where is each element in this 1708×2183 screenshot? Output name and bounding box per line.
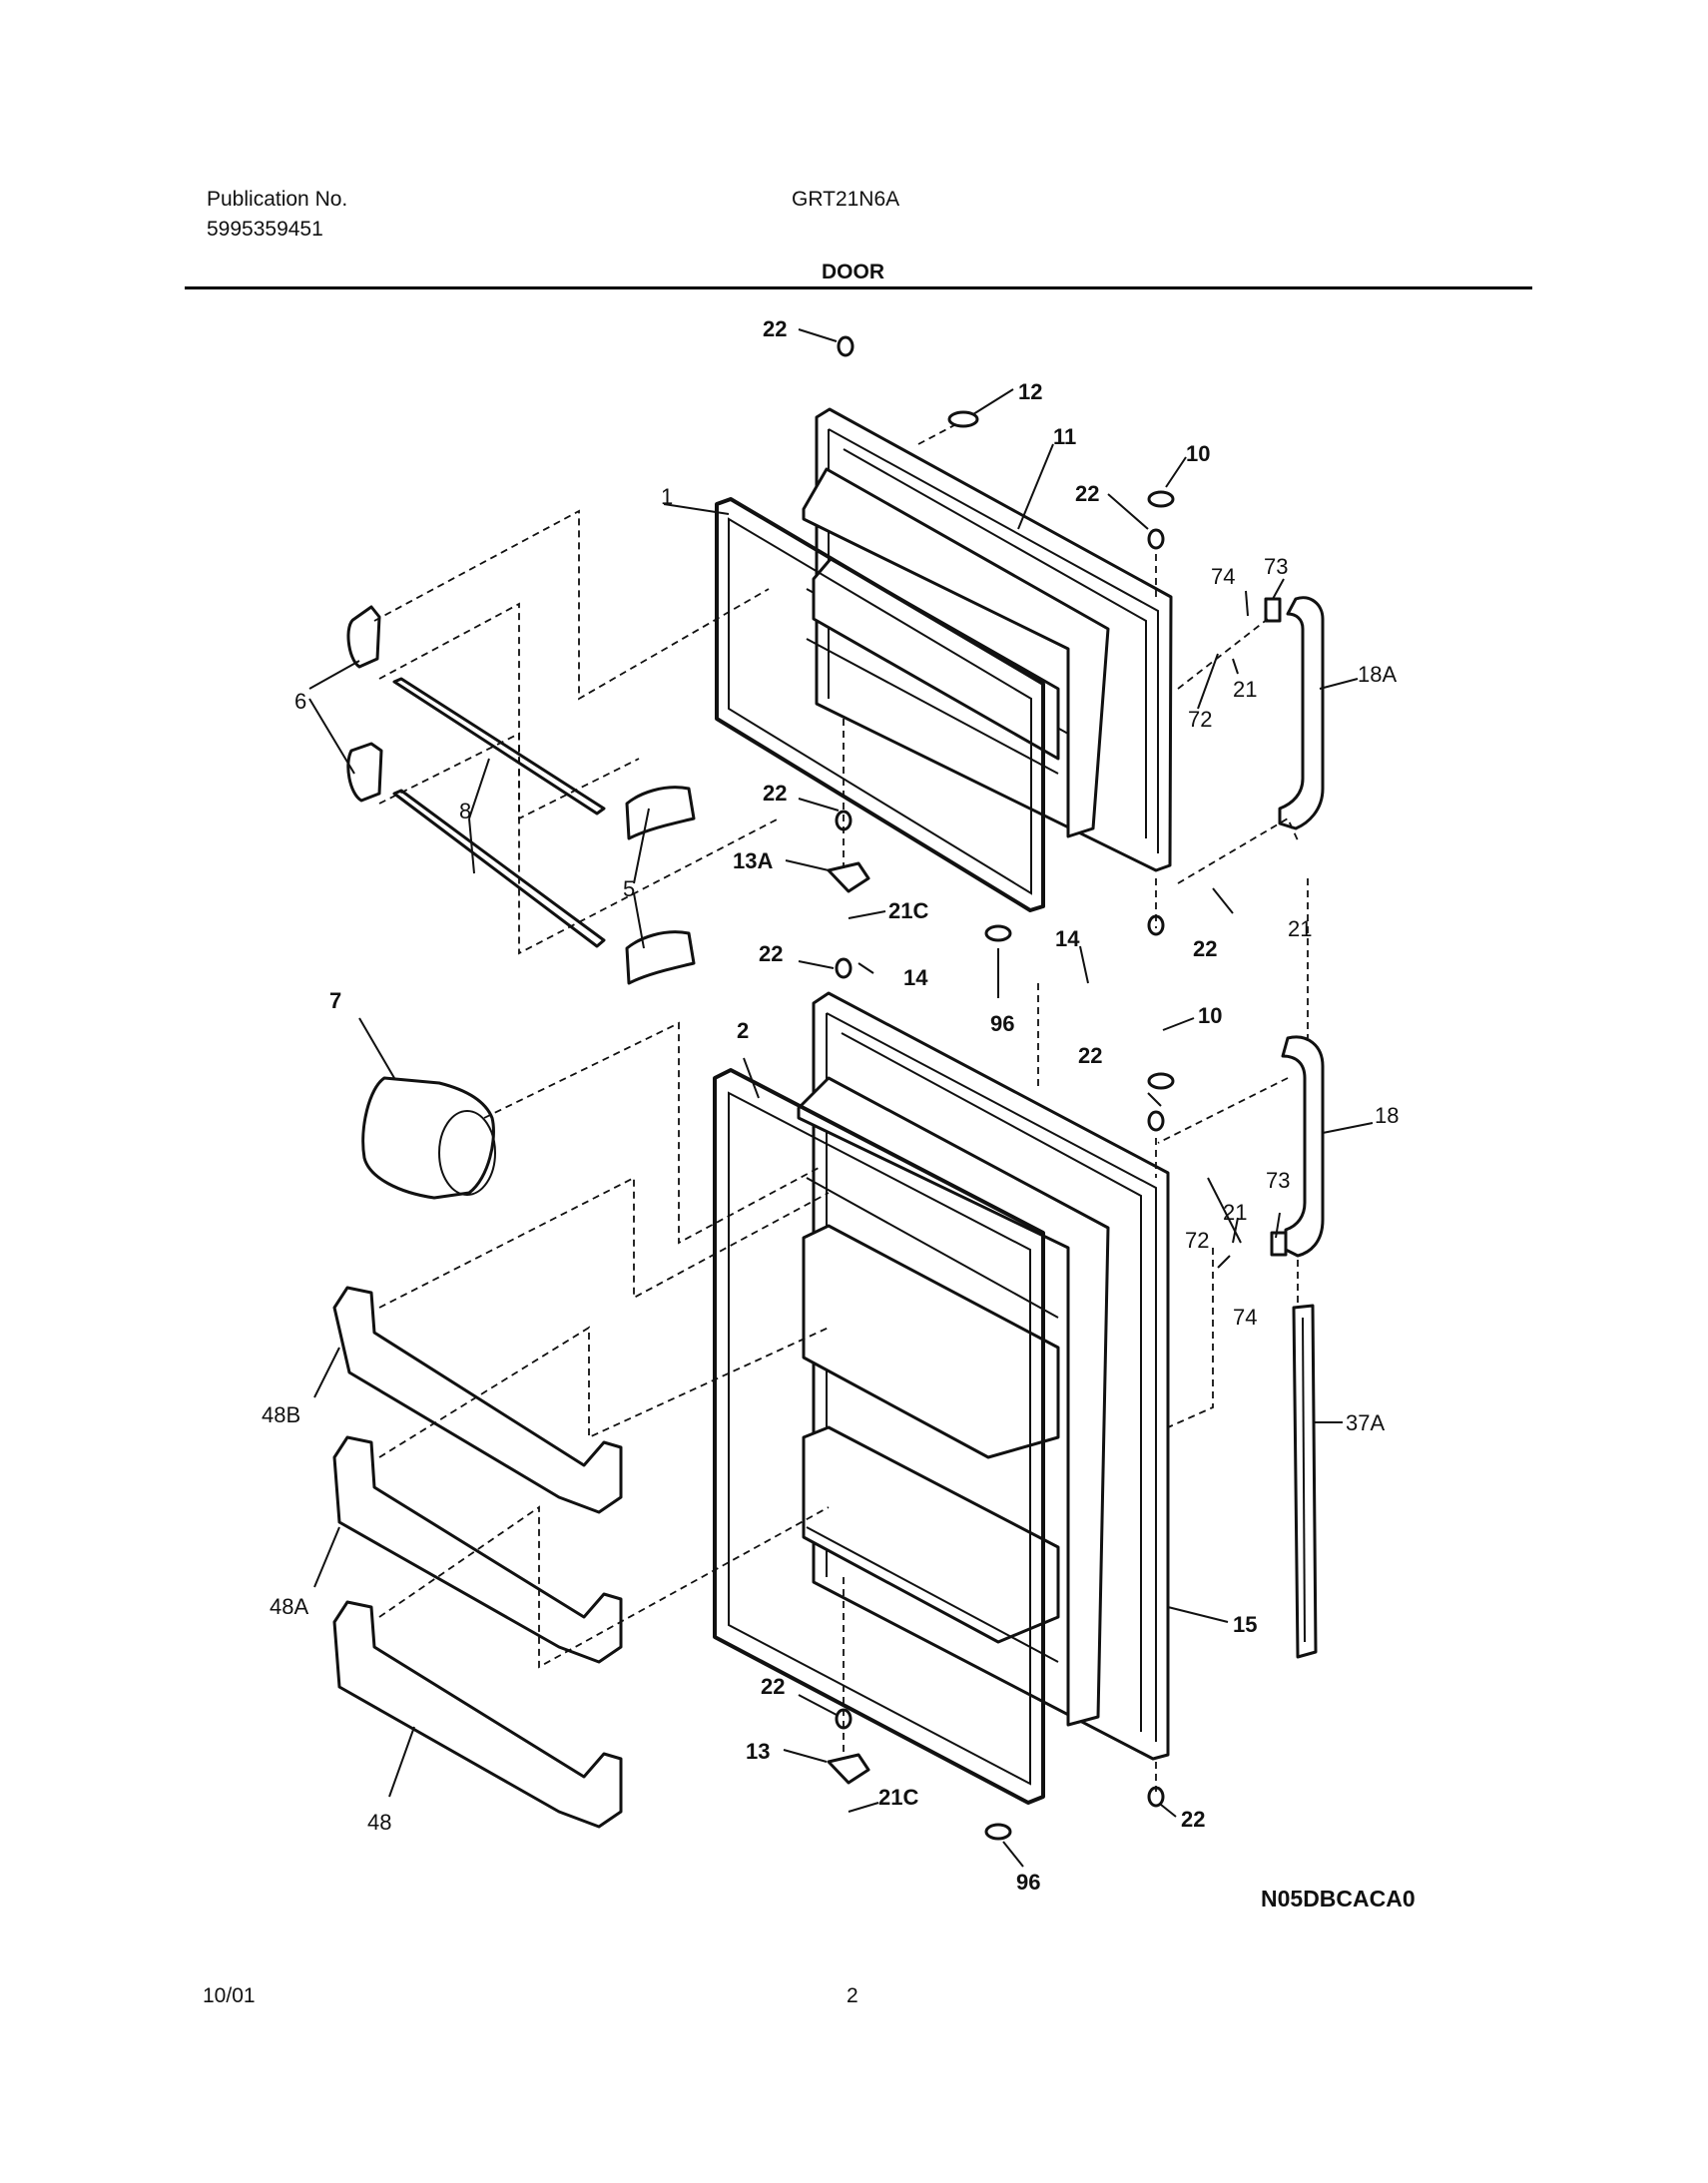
callout-11: 11 bbox=[1053, 424, 1076, 449]
freezer-door-liner bbox=[802, 467, 1110, 838]
callout-18: 18 bbox=[1375, 1103, 1399, 1128]
callout-72: 72 bbox=[1185, 1228, 1209, 1253]
callout-18a: 18A bbox=[1358, 662, 1397, 687]
callout-8: 8 bbox=[459, 799, 471, 823]
callout-74: 74 bbox=[1211, 564, 1235, 589]
callout-14: 14 bbox=[903, 965, 928, 990]
callout-5: 5 bbox=[623, 876, 635, 901]
callout-48b: 48B bbox=[262, 1402, 300, 1427]
alignment-lines bbox=[373, 423, 1309, 1792]
callout-48a: 48A bbox=[270, 1594, 308, 1619]
fresh-food-door-liner bbox=[797, 1076, 1110, 1727]
callout-73: 73 bbox=[1264, 554, 1288, 579]
callouts: 22 12 11 10 22 74 73 18A 21 72 1 6 8 5 2… bbox=[262, 316, 1399, 1895]
page-number: 2 bbox=[847, 1984, 858, 2007]
section-title: DOOR bbox=[822, 261, 884, 283]
callout-13: 13 bbox=[746, 1739, 770, 1764]
callout-22: 22 bbox=[1181, 1807, 1205, 1832]
fresh-food-gasket bbox=[713, 1068, 1045, 1805]
freezer-gasket bbox=[715, 497, 1045, 912]
callout-6: 6 bbox=[294, 689, 306, 714]
trim-strip bbox=[1292, 1304, 1318, 1659]
callout-22: 22 bbox=[763, 781, 787, 806]
callout-21: 21 bbox=[1223, 1200, 1247, 1225]
callout-1: 1 bbox=[661, 484, 673, 509]
callout-74: 74 bbox=[1233, 1305, 1257, 1330]
door-bin-48a bbox=[332, 1435, 623, 1664]
callout-10: 10 bbox=[1186, 441, 1210, 466]
callout-21c: 21C bbox=[878, 1785, 918, 1810]
callout-22: 22 bbox=[1078, 1043, 1102, 1068]
callout-10: 10 bbox=[1198, 1003, 1222, 1028]
callout-7: 7 bbox=[329, 988, 341, 1013]
callout-48: 48 bbox=[367, 1810, 391, 1835]
callout-21: 21 bbox=[1233, 677, 1257, 702]
callout-96: 96 bbox=[990, 1011, 1014, 1036]
header-rule bbox=[185, 286, 1532, 289]
freezer-handle bbox=[1278, 596, 1325, 830]
callout-12: 12 bbox=[1018, 379, 1042, 404]
butter-compartment bbox=[361, 1076, 496, 1200]
callout-21c: 21C bbox=[888, 898, 928, 923]
publication-label: Publication No. bbox=[207, 188, 348, 211]
diagram-code: N05DBCACA0 bbox=[1261, 1886, 1416, 1911]
callout-15: 15 bbox=[1233, 1612, 1257, 1637]
callout-72: 72 bbox=[1188, 707, 1212, 732]
callout-22: 22 bbox=[761, 1674, 785, 1699]
callout-2: 2 bbox=[737, 1018, 749, 1043]
callout-22: 22 bbox=[759, 941, 783, 966]
callout-73: 73 bbox=[1266, 1168, 1290, 1193]
fresh-food-handle bbox=[1281, 1035, 1325, 1258]
callout-37a: 37A bbox=[1346, 1410, 1385, 1435]
callout-96: 96 bbox=[1016, 1870, 1040, 1895]
callout-14: 14 bbox=[1055, 926, 1080, 951]
model-number: GRT21N6A bbox=[792, 188, 900, 211]
callout-22: 22 bbox=[1193, 936, 1217, 961]
publication-number: 5995359451 bbox=[207, 218, 323, 241]
upper-shelf-rails bbox=[346, 605, 696, 985]
callout-22: 22 bbox=[1075, 481, 1099, 506]
door-bin-48 bbox=[332, 1600, 623, 1829]
footer-date: 10/01 bbox=[203, 1984, 256, 2007]
callout-13a: 13A bbox=[733, 848, 773, 873]
callout-22: 22 bbox=[763, 316, 787, 341]
leader-lines bbox=[308, 328, 1374, 1868]
callout-21: 21 bbox=[1288, 916, 1312, 941]
door-bin-48b bbox=[332, 1286, 623, 1514]
